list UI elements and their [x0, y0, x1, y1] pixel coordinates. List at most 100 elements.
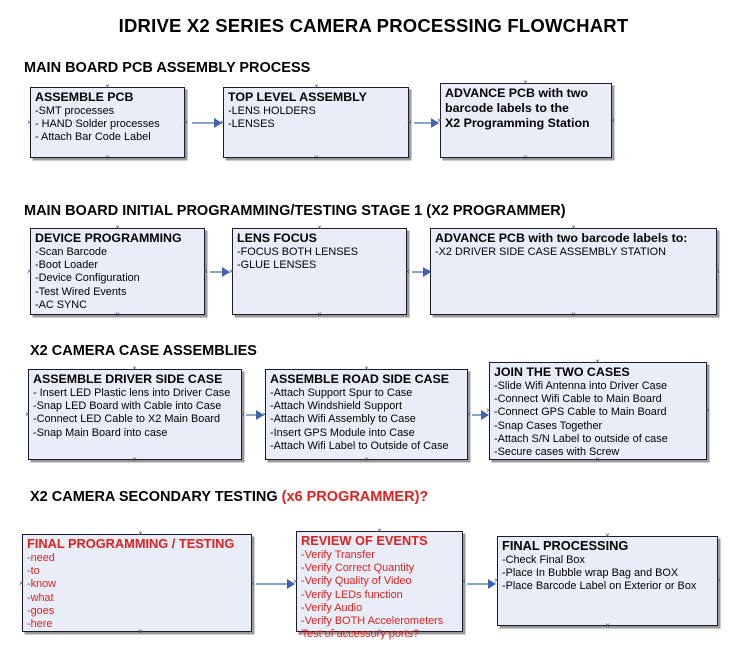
connection-handle-icon — [182, 119, 189, 126]
arrowhead-icon — [488, 579, 496, 589]
connector-arrow — [414, 118, 439, 128]
connection-handle-icon — [493, 577, 500, 584]
section-heading-2: MAIN BOARD INITIAL PROGRAMMING/TESTING S… — [24, 203, 566, 219]
box-title: REVIEW OF EVENTS — [301, 533, 428, 548]
box-line: -Connect Wifi Cable to Main Board — [494, 393, 662, 406]
connection-handle-icon — [404, 268, 411, 275]
box-line: -Attach Windshield Support — [270, 400, 402, 413]
box-title: DEVICE PROGRAMMING — [35, 231, 182, 245]
box-line: -Place In Bubble wrap Bag and BOX — [502, 567, 679, 580]
arrowhead-icon — [287, 579, 295, 589]
connector-line — [412, 271, 430, 273]
box-assemble-road-side-case[interactable]: ASSEMBLE ROAD SIDE CASE -Attach Support … — [265, 369, 468, 460]
connection-handle-icon — [104, 83, 111, 90]
connection-handle-icon — [570, 311, 577, 318]
connection-handle-icon — [202, 268, 209, 275]
connector-arrow — [210, 267, 230, 277]
section-heading-4-text: X2 CAMERA SECONDARY TESTING — [30, 489, 282, 505]
section-heading-3: X2 CAMERA CASE ASSEMBLIES — [30, 343, 257, 359]
box-line: -SMT processes — [35, 105, 115, 117]
box-line: - HAND Solder processes — [35, 118, 160, 131]
box-line: -Attach Wifi Assembly to Case — [270, 413, 416, 426]
box-line: -Boot Loader — [35, 259, 98, 272]
arrowhead-icon — [481, 410, 489, 420]
box-line: -Check Final Box — [502, 554, 585, 566]
connection-handle-icon — [406, 119, 413, 126]
box-line: -Attach Wifi Label to Outside of Case — [270, 439, 449, 452]
connection-handle-icon — [137, 628, 144, 635]
connection-handle-icon — [363, 456, 370, 463]
box-title: FINAL PROCESSING — [502, 538, 629, 553]
box-line: -Snap Main Board into case — [33, 426, 168, 439]
box-line: -Verify Correct Quantity — [301, 562, 415, 575]
box-title: ADVANCE PCB with two barcode labels to: — [435, 231, 688, 245]
connection-handle-icon — [26, 119, 33, 126]
connection-handle-icon — [594, 358, 601, 365]
box-review-of-events[interactable]: REVIEW OF EVENTS -Verify Transfer -Verif… — [296, 531, 463, 640]
connection-handle-icon — [292, 578, 299, 585]
connection-handle-icon — [261, 411, 268, 418]
connection-handle-icon — [376, 628, 383, 635]
connection-handle-icon — [609, 117, 616, 124]
box-line: -Verify BOTH Accelerometers — [301, 615, 444, 628]
connection-handle-icon — [376, 527, 383, 534]
box-advance-pcb-driver-side-station[interactable]: ADVANCE PCB with two barcode labels to: … — [430, 228, 717, 315]
arrowhead-icon — [256, 410, 264, 420]
box-title: ASSEMBLE ROAD SIDE CASE — [270, 372, 449, 386]
box-line: -GLUE LENSES — [237, 259, 317, 272]
section-heading-4-red-text: (x6 PROGRAMMER)? — [281, 489, 429, 505]
section-heading-2-text: MAIN BOARD INITIAL PROGRAMMING/TESTING S… — [24, 203, 566, 219]
connector-line — [210, 271, 229, 273]
section-heading-3-text: X2 CAMERA CASE ASSEMBLIES — [30, 343, 257, 359]
box-title: ASSEMBLE DRIVER SIDE CASE — [33, 372, 223, 386]
box-line: -Verify Transfer — [301, 549, 375, 561]
box-line: -Snap Cases Together — [494, 419, 603, 432]
connection-handle-icon — [594, 456, 601, 463]
connection-handle-icon — [313, 83, 320, 90]
connector-arrow — [472, 410, 489, 420]
connection-handle-icon — [131, 456, 138, 463]
box-line: - Insert LED Plastic lens into Driver Ca… — [33, 387, 231, 399]
connector-line — [472, 414, 488, 416]
connector-line — [192, 122, 221, 124]
box-line: -Insert GPS Module into Case — [270, 426, 415, 439]
box-title: ASSEMBLE PCB — [35, 90, 134, 104]
connection-handle-icon — [604, 622, 611, 629]
box-lens-focus[interactable]: LENS FOCUS -FOCUS BOTH LENSES -GLUE LENS… — [232, 228, 407, 315]
box-final-processing[interactable]: FINAL PROCESSING -Check Final Box -Place… — [497, 536, 718, 626]
box-title-cont: X2 Programming Station — [445, 116, 590, 130]
box-line: -to — [27, 565, 40, 578]
box-line: -X2 DRIVER SIDE CASE ASSEMBLY STATION — [435, 246, 666, 258]
box-line: -goes — [27, 604, 55, 617]
box-join-the-two-cases[interactable]: JOIN THE TWO CASES -Slide Wifi Antenna i… — [489, 362, 707, 460]
connection-handle-icon — [18, 580, 25, 587]
box-line: -Connect LED Cable to X2 Main Board — [33, 413, 221, 426]
connector-arrow — [256, 579, 295, 589]
box-top-level-assembly[interactable]: TOP LEVEL ASSEMBLY -LENS HOLDERS -LENSES — [223, 87, 409, 158]
box-title: LENS FOCUS — [237, 231, 317, 245]
connection-handle-icon — [24, 411, 31, 418]
box-assemble-pcb[interactable]: ASSEMBLE PCB -SMT processes - HAND Solde… — [30, 87, 185, 158]
box-assemble-driver-side-case[interactable]: ASSEMBLE DRIVER SIDE CASE - Insert LED P… — [28, 369, 242, 460]
connection-handle-icon — [228, 268, 235, 275]
box-line: -Attach Support Spur to Case — [270, 387, 413, 399]
box-line: -AC SYNC — [35, 298, 88, 311]
box-final-programming-testing[interactable]: FINAL PROGRAMMING / TESTING -need -to -k… — [22, 534, 252, 632]
arrowhead-icon — [214, 118, 222, 128]
connection-handle-icon — [714, 268, 721, 275]
box-line: -here — [27, 618, 53, 631]
box-line: -Verify Quality of Video — [301, 575, 412, 588]
box-device-programming[interactable]: DEVICE PROGRAMMING -Scan Barcode -Boot L… — [30, 228, 205, 315]
arrowhead-icon — [431, 118, 439, 128]
box-advance-pcb-programming-station[interactable]: ADVANCE PCB with two barcode labels to t… — [440, 83, 612, 158]
connection-handle-icon — [114, 311, 121, 318]
connection-handle-icon — [485, 407, 492, 414]
connector-line — [256, 583, 294, 585]
box-line: - Attach Bar Code Label — [35, 131, 151, 144]
connection-handle-icon — [604, 532, 611, 539]
box-line: -FOCUS BOTH LENSES — [237, 246, 359, 258]
connection-handle-icon — [460, 578, 467, 585]
connector-line — [414, 122, 438, 124]
connection-handle-icon — [465, 411, 472, 418]
